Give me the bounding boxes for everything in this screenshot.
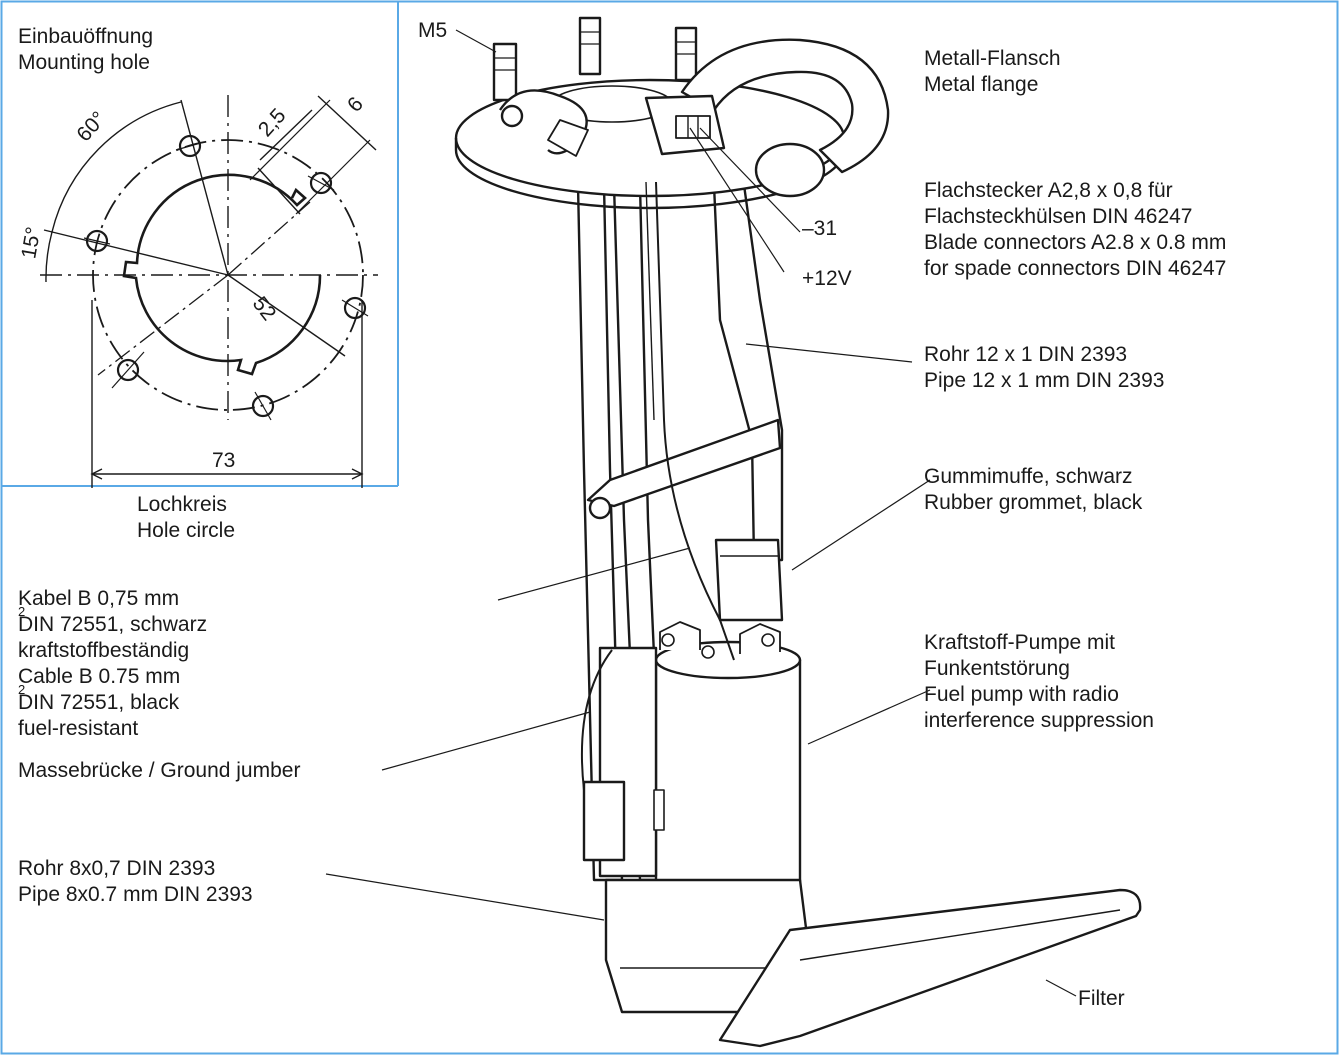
leader-lines (325, 29, 1077, 997)
pipe-12-label: Rohr 12 x 1 DIN 2393 Pipe 12 x 1 mm DIN … (924, 342, 1164, 394)
cable-de-line-2: kraftstoffbeständig (18, 639, 190, 662)
pipe-12-de: Rohr 12 x 1 DIN 2393 (924, 343, 1128, 366)
fuel-pump-drawing (454, 16, 1142, 1048)
flange-en: Metal flange (924, 73, 1039, 96)
hole-circle-label: Lochkreis Hole circle (137, 492, 235, 544)
mounting-hole-sketch (40, 95, 378, 488)
connector-line-3: Blade connectors A2.8 x 0.8 mm (924, 231, 1227, 254)
fuel-pump-line-2: Funkentstörung (924, 657, 1070, 680)
pipe-8-de: Rohr 8x0,7 DIN 2393 (18, 857, 216, 880)
hole-circle-en: Hole circle (137, 519, 236, 542)
m5-label: M5 (418, 19, 448, 42)
mounting-hole-title: Einbauöffnung Mounting hole (18, 24, 153, 76)
connector-label: Flachstecker A2,8 x 0,8 für Flachsteckhü… (924, 178, 1226, 282)
flange-de: Metall-Flansch (924, 47, 1061, 70)
cable-en-line-2: fuel-resistant (18, 717, 139, 740)
filter-label: Filter (1078, 987, 1125, 1010)
pipe-8-label: Rohr 8x0,7 DIN 2393 Pipe 8x0.7 mm DIN 23… (18, 856, 253, 908)
grommet-en: Rubber grommet, black (924, 491, 1143, 514)
terminal-minus31-label: –31 (802, 217, 838, 240)
pipe-8-en: Pipe 8x0.7 mm DIN 2393 (18, 883, 253, 906)
connector-line-1: Flachstecker A2,8 x 0,8 für (924, 179, 1173, 202)
dim-73-label: 73 (212, 449, 236, 472)
hole-circle-de: Lochkreis (137, 493, 227, 516)
grommet-de: Gummimuffe, schwarz (924, 465, 1133, 488)
fuel-pump-line-1: Kraftstoff-Pumpe mit (924, 631, 1116, 654)
fuel-pump-line-4: interference suppression (924, 709, 1154, 732)
mounting-hole-title-en: Mounting hole (18, 51, 150, 74)
fuel-pump-label: Kraftstoff-Pumpe mit Funkentstörung Fuel… (924, 630, 1154, 734)
mounting-hole-title-de: Einbauöffnung (18, 25, 154, 48)
connector-line-4: for spade connectors DIN 46247 (924, 257, 1227, 280)
terminal-plus12v-label: +12V (802, 267, 852, 290)
ground-jumper-label: Massebrücke / Ground jumber (18, 759, 301, 782)
connector-line-2: Flachsteckhülsen DIN 46247 (924, 205, 1193, 228)
fuel-pump-line-3: Fuel pump with radio (924, 683, 1119, 706)
pipe-12-en: Pipe 12 x 1 mm DIN 2393 (924, 369, 1165, 392)
flange-label: Metall-Flansch Metal flange (924, 46, 1061, 98)
grommet-label: Gummimuffe, schwarz Rubber grommet, blac… (924, 464, 1142, 516)
